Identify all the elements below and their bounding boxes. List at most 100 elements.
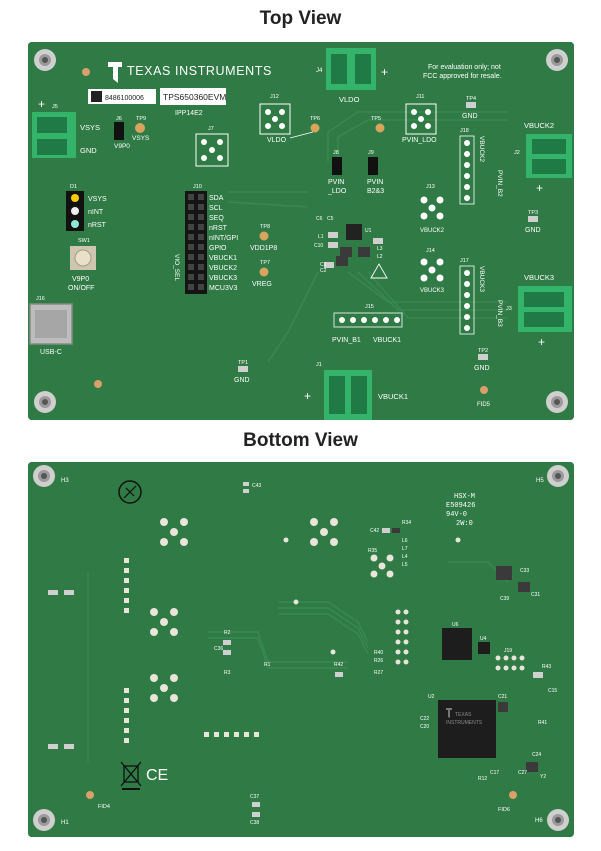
- d1-label: D1: [70, 184, 77, 190]
- bottom-passives: [48, 482, 543, 817]
- tp1-label: TP1: [238, 360, 248, 366]
- j8-pvin: PVIN: [328, 179, 344, 186]
- tp3-label: TP3: [528, 210, 538, 216]
- j3-terminal-block[interactable]: [518, 286, 572, 332]
- part-label: U2: [428, 694, 435, 700]
- tp8-label: TP8: [260, 224, 270, 230]
- part-label: U4: [480, 636, 487, 642]
- part-label: C42: [370, 528, 379, 534]
- vbuck2-conn-label: VBUCK2: [524, 121, 554, 130]
- j18-vbuck2: VBUCK2: [478, 136, 485, 162]
- tp4-testpoint[interactable]: [466, 102, 476, 108]
- usb-c-label: USB-C: [40, 349, 62, 356]
- bottom-pin-row: [124, 558, 259, 743]
- pvin-b1-label: PVIN_B1: [332, 337, 361, 344]
- tp7-testpoint[interactable]: [259, 267, 269, 277]
- part-label: R41: [538, 720, 547, 726]
- tp2-testpoint[interactable]: [478, 354, 488, 360]
- tp9-testpoint[interactable]: [135, 123, 145, 133]
- weee-bin-icon: [120, 761, 142, 790]
- j14-pad-array: [420, 258, 444, 282]
- part-label: C38: [250, 820, 259, 826]
- j4-terminal-block[interactable]: [326, 48, 376, 90]
- j10-pin-seq: SEQ: [209, 215, 224, 222]
- led-vsys-icon: [71, 194, 79, 202]
- pcb-marking-1: HSX-M: [454, 493, 475, 501]
- vsys-label: VSYS: [80, 123, 100, 132]
- part-label: C39: [500, 596, 509, 602]
- mounting-hole: [547, 465, 569, 487]
- bottom-view-title: Bottom View: [243, 430, 358, 451]
- j5-terminal-block[interactable]: [32, 112, 76, 158]
- j17-pvin-b3: PVIN_B3: [496, 300, 503, 327]
- esd-warning-icon: [118, 480, 142, 504]
- tp9-label: TP9: [136, 116, 146, 122]
- part-label: C37: [250, 794, 259, 800]
- led-nint-icon: [71, 207, 79, 215]
- tp6-testpoint[interactable]: [310, 123, 320, 133]
- j18-header: [459, 135, 475, 205]
- tp4-label: TP4: [466, 96, 476, 102]
- j10-pin-nrst: nRST: [209, 225, 228, 232]
- plus-icon: +: [381, 65, 388, 79]
- j8-jumper[interactable]: [332, 157, 342, 175]
- j10-pin-vbuck1: VBUCK1: [209, 255, 237, 262]
- j2-terminal-block[interactable]: [526, 134, 572, 178]
- part-label: Y2: [540, 774, 546, 780]
- tp8-testpoint[interactable]: [259, 231, 269, 241]
- h3-label: H3: [61, 478, 69, 484]
- j3-label: J3: [506, 306, 512, 312]
- j13-label: J13: [426, 184, 435, 190]
- j10-pin-nint: nINT/GPI: [209, 235, 238, 242]
- j6-label: J6: [116, 116, 122, 122]
- top-view-title: Top View: [259, 8, 342, 29]
- j2-label: J2: [514, 150, 520, 156]
- j4-label: J4: [316, 68, 323, 74]
- tp3-testpoint[interactable]: [528, 216, 538, 222]
- j19-pin-field: [395, 609, 525, 671]
- j14-vbuck3: VBUCK3: [420, 288, 445, 294]
- j10-pin-vbuck3: VBUCK3: [209, 275, 237, 282]
- j6-jumper[interactable]: [114, 122, 124, 140]
- mounting-hole: [546, 49, 568, 71]
- v9p0-label: V9P0: [114, 143, 130, 150]
- bottom-board: H3 H5 H1 H6 FID4 FID6 HSX-M E509426 94V-…: [28, 462, 574, 837]
- svg-text:C1: C1: [320, 262, 327, 268]
- j11-label: J11: [416, 94, 424, 100]
- part-label: C22: [420, 716, 429, 722]
- ce-mark: CE: [146, 767, 168, 784]
- part-label: R26: [374, 658, 383, 664]
- tp5-testpoint[interactable]: [375, 123, 385, 133]
- sw1-v9p0: V9P0: [72, 276, 89, 283]
- eval-note-2: FCC approved for resale.: [423, 73, 502, 80]
- usb-c-port[interactable]: [29, 303, 73, 345]
- mcu-text-2: INSTRUMENTS: [446, 720, 483, 726]
- j1-terminal-block[interactable]: [324, 370, 372, 420]
- led-nint-label: nINT: [88, 209, 104, 216]
- j10-pins: [188, 194, 204, 290]
- plus-icon: +: [38, 97, 45, 111]
- j5-label: J5: [52, 104, 58, 110]
- u6-chip: [442, 628, 472, 660]
- pvin-ldo-tp-label: PVIN_LDO: [402, 137, 437, 144]
- svg-text:L2: L2: [377, 254, 383, 260]
- part-label: J19: [504, 648, 512, 654]
- part-label: R34: [402, 520, 411, 526]
- tp1-gnd: GND: [234, 377, 250, 384]
- j13-pad-array: [420, 196, 444, 220]
- vdd1p8-label: VDD1P8: [250, 245, 277, 252]
- j17-label: J17: [460, 258, 469, 264]
- j7-label: J7: [208, 126, 214, 132]
- j12-label: J12: [270, 94, 279, 100]
- j9-pvin: PVIN: [367, 179, 383, 186]
- tp1-testpoint[interactable]: [238, 366, 248, 372]
- svg-text:C2: C2: [320, 268, 327, 274]
- sw1-button[interactable]: [70, 246, 96, 270]
- j9-jumper[interactable]: [368, 157, 378, 175]
- part-label: C17: [490, 770, 499, 776]
- j1-label: J1: [316, 362, 322, 368]
- u4-chip: [478, 642, 490, 654]
- part-label: C24: [532, 752, 541, 758]
- j16-label: J16: [36, 296, 45, 302]
- part-label: R1: [264, 662, 271, 668]
